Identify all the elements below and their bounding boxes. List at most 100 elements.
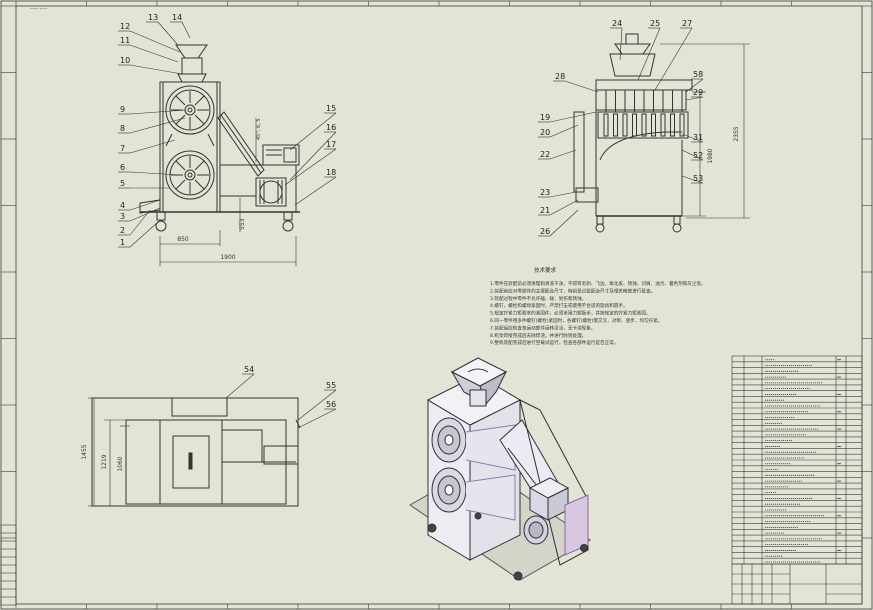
front-view-leaders [118, 21, 337, 248]
balloon-front_view-11: 11 [120, 36, 130, 45]
balloon-front_view-18: 18 [326, 168, 336, 177]
balloon-top_view-54: 54 [244, 365, 254, 374]
balloon-front_view-14: 14 [172, 13, 182, 22]
balloon-front_view-6: 6 [120, 163, 125, 172]
balloon-front_view-12: 12 [120, 22, 130, 31]
tech-note-line: 3.装配过程中零件不允许磕、碰、划伤和锈蚀。 [490, 295, 586, 302]
isometric-view [409, 357, 591, 581]
balloon-front_view-8: 8 [120, 124, 125, 133]
front-upper-drum [165, 85, 215, 135]
top-hopper-opening [172, 435, 210, 489]
top-dim-inner-a: 1219 [101, 454, 108, 469]
iso-lower-drum [431, 467, 516, 521]
balloon-side_view-26: 26 [540, 227, 550, 236]
front-motor [255, 177, 287, 207]
side-view [573, 33, 693, 233]
front-discharge-tray [139, 199, 161, 214]
side-motor-block [575, 187, 599, 203]
balloon-front_view-15: 15 [326, 104, 336, 113]
balloon-side_view-19: 19 [540, 113, 550, 122]
side-curved-body [599, 131, 682, 161]
side-screen-bars [603, 90, 685, 137]
balloon-front_view-2: 2 [120, 226, 125, 235]
iso-hopper [450, 357, 508, 407]
iso-motor [523, 515, 549, 545]
balloon-side_view-28: 28 [555, 72, 565, 81]
front-dim-overall: 1900 [220, 254, 235, 261]
balloon-side_view-29: 29 [693, 88, 703, 97]
balloon-front_view-3: 3 [120, 212, 125, 221]
front-view [139, 44, 300, 232]
iso-control-box [528, 477, 570, 521]
balloon-side_view-27: 27 [682, 19, 692, 28]
side-hopper [609, 53, 656, 77]
front-extension-frame [219, 164, 297, 213]
side-frame-posts [595, 90, 683, 216]
top-outer-outline [91, 397, 299, 507]
balloon-front_view-1: 1 [120, 238, 125, 247]
iso-upper-drum [431, 417, 516, 471]
front-inclined-conveyor [217, 111, 265, 177]
tech-note-line: 5.规定拧紧力矩要求的紧固件，必须采用力矩扳手，并按规定的拧紧力矩紧固。 [490, 310, 651, 317]
front-dim-height-small: 553 [239, 218, 246, 230]
side-view-dimensions [660, 43, 750, 219]
tech-note-line: 7.装配后应检查各运动部件运转灵活，无卡滞现象。 [490, 324, 595, 331]
side-dim-total: 2355 [733, 126, 740, 141]
top-dim-depth: 1455 [81, 444, 88, 459]
balloon-front_view-5: 5 [120, 179, 125, 188]
top-slot [188, 452, 193, 470]
front-dim-vertical: 45°, 6, 5 [256, 118, 262, 140]
side-dim-height: 1980 [707, 148, 714, 163]
balloon-side_view-58: 58 [693, 70, 703, 79]
top-view-leaders [225, 373, 337, 429]
top-view [91, 397, 301, 507]
tech-note-line: 2.装配前应对零部件的主要配合尺寸，特别是过盈配合尺寸及相关精度进行复查。 [490, 287, 655, 294]
balloon-side_view-21: 21 [540, 206, 550, 215]
left-revision-strip [0, 524, 17, 606]
top-dim-inner-b: 1060 [117, 456, 124, 471]
front-casters [155, 211, 294, 232]
tech-note-line: 8.机架焊接完成后去除焊渣，并进行防锈处理。 [490, 332, 586, 339]
front-feed-chute [177, 73, 207, 83]
balloon-side_view-20: 20 [540, 128, 550, 137]
top-hopper-outline [171, 397, 228, 417]
balloon-side_view-22: 22 [540, 150, 550, 159]
tech-note-line: 4.螺钉、螺栓和螺母紧固时，严禁打击或使用不合适的旋具和扳手。 [490, 302, 628, 309]
side-view-leaders [538, 27, 704, 237]
balloon-front_view-13: 13 [148, 13, 158, 22]
bill-of-materials-table [731, 355, 863, 565]
iso-casters [427, 512, 588, 581]
balloon-top_view-56: 56 [326, 400, 336, 409]
balloon-side_view-31: 31 [693, 133, 703, 142]
balloon-side_view-24: 24 [612, 19, 622, 28]
side-screen-section [597, 111, 689, 139]
front-feed-throat [181, 57, 203, 75]
side-casters [595, 215, 682, 233]
tech-notes-title: 技术要求 [534, 266, 557, 274]
title-block [731, 563, 863, 605]
balloon-front_view-17: 17 [326, 140, 336, 149]
balloon-side_view-23: 23 [540, 188, 550, 197]
iso-side-panel [564, 494, 589, 556]
top-view-dimensions [88, 397, 130, 507]
balloon-front_view-16: 16 [326, 123, 336, 132]
tech-note-line: 6.同一零件用多件螺钉(螺栓)紧固时，各螺钉(螺栓)需交叉、对称、逐步、均匀拧紧… [490, 317, 662, 324]
balloon-side_view-25: 25 [650, 19, 660, 28]
tech-notes: 1.零件在装配前必须清理和清洗干净，不得有毛刺、飞边、氧化皮、锈蚀、切屑、油污、… [490, 280, 706, 346]
balloon-front_view-10: 10 [120, 56, 130, 65]
front-view-dimensions [159, 118, 297, 266]
side-bracket [573, 111, 585, 193]
balloon-side_view-52: 52 [693, 151, 703, 160]
balloon-front_view-7: 7 [120, 144, 125, 153]
front-lower-drum [165, 150, 215, 200]
header-stamp: —— —— [30, 6, 47, 11]
top-view-balloons: 54 55 56 [244, 365, 336, 409]
balloon-top_view-55: 55 [326, 381, 336, 390]
front-hopper [175, 44, 208, 59]
front-view-balloons: 13 14 12 11 10 9 8 7 6 5 4 3 2 1 15 16 17 18 [120, 13, 336, 247]
balloon-front_view-9: 9 [120, 105, 125, 114]
balloon-front_view-4: 4 [120, 201, 125, 210]
